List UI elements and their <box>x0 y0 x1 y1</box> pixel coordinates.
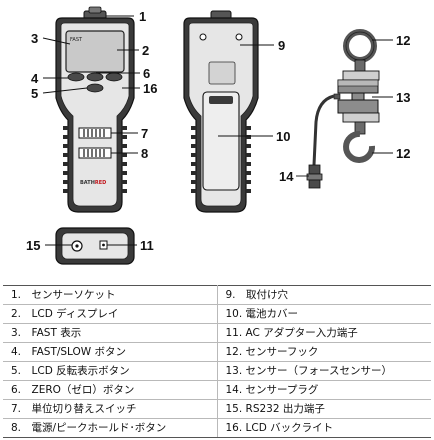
callout-2: 2 <box>142 43 149 58</box>
lcd-invert-button[interactable] <box>86 83 104 93</box>
callout-16: 16 <box>143 81 157 96</box>
callout-7: 7 <box>141 126 148 141</box>
legend-row: 8. 電源/ピークホールド･ボタン 16. LCD バックライト <box>3 418 431 438</box>
legend-item: 2. LCD ディスプレイ <box>3 304 218 324</box>
legend-item: 8. 電源/ピークホールド･ボタン <box>3 418 218 438</box>
legend-item: 16. LCD バックライト <box>217 418 431 438</box>
legend-item: 1. センサーソケット <box>3 285 218 305</box>
mounting-hole <box>235 33 243 41</box>
legend-row: 7. 単位切り替えスイッチ 15. RS232 出力端子 <box>3 399 431 419</box>
legend-row: 6. ZERO（ゼロ）ボタン 14. センサープラグ <box>3 380 431 400</box>
callout-8: 8 <box>141 146 148 161</box>
legend-item: 10. 電池カバー <box>217 304 431 324</box>
callout-6: 6 <box>143 66 150 81</box>
battery-cover <box>202 91 240 191</box>
callout-12-bottom: 12 <box>396 146 410 161</box>
lcd-display <box>65 30 125 73</box>
sensor-cable <box>312 94 335 166</box>
callout-14: 14 <box>279 169 294 184</box>
lcd-backlight-button[interactable] <box>105 72 123 82</box>
callout-15: 15 <box>26 238 40 253</box>
callout-1: 1 <box>139 9 146 24</box>
meter-back-view <box>183 10 259 213</box>
sensor-hook-bottom <box>343 130 376 163</box>
callout-4: 4 <box>31 71 39 86</box>
fast-slow-button[interactable] <box>67 72 85 82</box>
product-diagram: FAST BATHRED <box>26 6 410 265</box>
parts-legend-table: 1. センサーソケット 9. 取付け穴 2. LCD ディスプレイ 10. 電池… <box>3 285 431 438</box>
meter-front-view: FAST BATHRED <box>55 6 135 213</box>
legend-row: 3. FAST 表示 11. AC アダプター入力端子 <box>3 323 431 343</box>
legend-item: 5. LCD 反転表示ボタン <box>3 361 218 381</box>
callout-5: 5 <box>31 86 38 101</box>
callout-9: 9 <box>278 38 285 53</box>
callout-numbers: 1 2 3 4 5 6 16 7 8 15 11 9 10 12 13 12 1… <box>26 9 410 253</box>
legend-row: 1. センサーソケット 9. 取付け穴 <box>3 285 431 305</box>
legend-item: 6. ZERO（ゼロ）ボタン <box>3 380 218 400</box>
meter-bottom-view <box>55 227 135 265</box>
sensor-plug <box>306 164 323 189</box>
legend-row: 4. FAST/SLOW ボタン 12. センサーフック <box>3 342 431 362</box>
mounting-hole <box>199 33 207 41</box>
legend-item: 11. AC アダプター入力端子 <box>217 323 431 343</box>
callout-11: 11 <box>140 238 154 253</box>
legend-row: 5. LCD 反転表示ボタン 13. センサー（フォースセンサー） <box>3 361 431 381</box>
leader-lines <box>42 15 393 246</box>
zero-button[interactable] <box>86 72 104 82</box>
callout-10: 10 <box>276 129 290 144</box>
force-sensor <box>306 29 380 189</box>
legend-item: 7. 単位切り替えスイッチ <box>3 399 218 419</box>
callout-12-top: 12 <box>396 33 410 48</box>
fast-indicator: FAST <box>70 37 83 43</box>
brand-logo: BATHRED <box>80 180 106 186</box>
legend-item: 4. FAST/SLOW ボタン <box>3 342 218 362</box>
legend-item: 14. センサープラグ <box>217 380 431 400</box>
legend-item: 9. 取付け穴 <box>217 285 431 305</box>
legend-row: 2. LCD ディスプレイ 10. 電池カバー <box>3 304 431 324</box>
legend-item: 3. FAST 表示 <box>3 323 218 343</box>
callout-13: 13 <box>396 90 410 105</box>
s-beam-sensor <box>333 70 380 123</box>
callout-3: 3 <box>31 31 38 46</box>
legend-item: 12. センサーフック <box>217 342 431 362</box>
legend-item: 15. RS232 出力端子 <box>217 399 431 419</box>
legend-item: 13. センサー（フォースセンサー） <box>217 361 431 381</box>
